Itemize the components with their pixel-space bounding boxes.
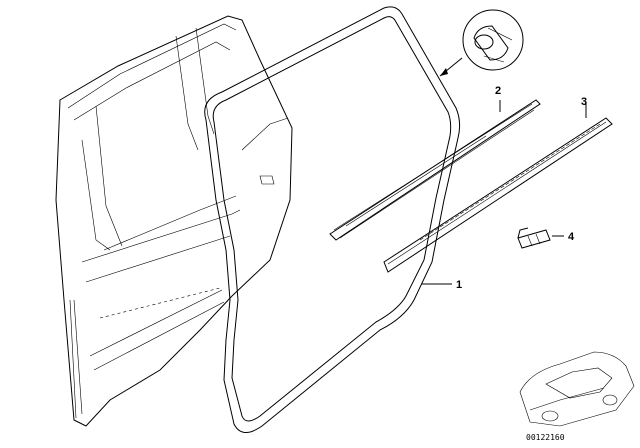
door-shell	[55, 15, 293, 427]
door-seal	[204, 6, 461, 433]
callout-4: 4	[568, 231, 575, 243]
car-thumbnail	[519, 351, 635, 427]
callout-2: 2	[495, 85, 501, 97]
callout-3: 3	[581, 96, 587, 108]
inset-arrow-icon	[440, 68, 448, 76]
inner-window-seal-strip	[329, 99, 541, 241]
outer-window-seal-strip	[383, 117, 613, 273]
callout-1: 1	[456, 279, 462, 291]
seal-detail-inset	[462, 9, 524, 71]
clip	[517, 227, 551, 249]
reference-code: 00122160	[526, 433, 565, 442]
